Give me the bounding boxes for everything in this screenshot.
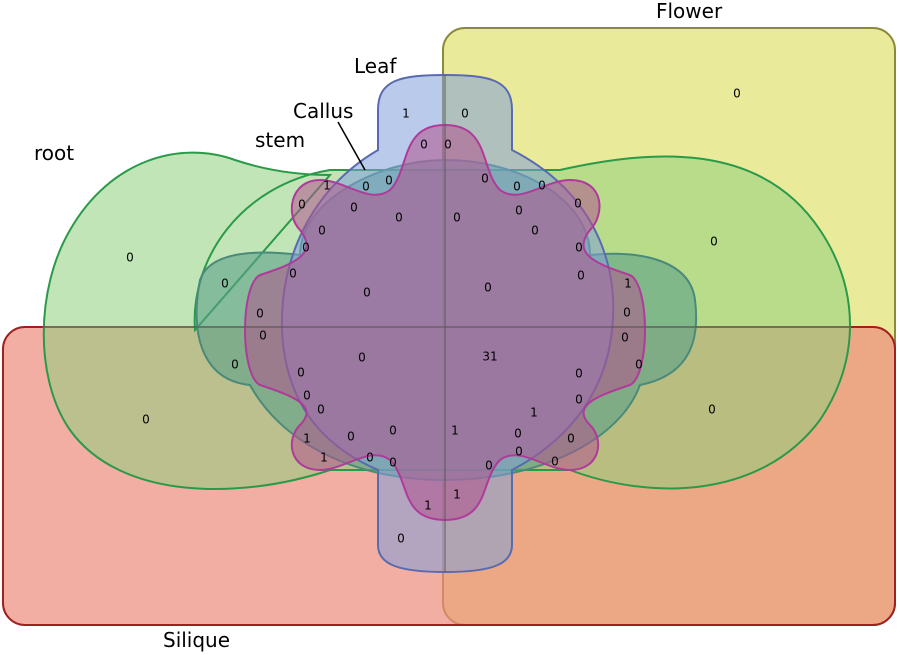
region-count: 0 <box>221 277 229 291</box>
region-count: 0 <box>358 351 366 365</box>
region-count: 0 <box>444 138 452 152</box>
stem-set-label: stem <box>255 128 305 152</box>
region-count: 0 <box>514 427 522 441</box>
region-count: 0 <box>420 138 428 152</box>
flower-set-label: Flower <box>656 0 723 23</box>
region-count: 0 <box>567 432 575 446</box>
region-count: 0 <box>575 241 583 255</box>
region-count: 1 <box>323 179 331 193</box>
region-count: 0 <box>289 267 297 281</box>
region-count: 0 <box>621 331 629 345</box>
region-count: 0 <box>142 413 150 427</box>
region-count: 0 <box>231 358 239 372</box>
region-count: 0 <box>538 179 546 193</box>
region-count: 0 <box>575 367 583 381</box>
region-count: 1 <box>303 432 311 446</box>
region-count: 0 <box>485 459 493 473</box>
region-count: 0 <box>397 532 405 546</box>
region-count: 0 <box>317 403 325 417</box>
region-count: 0 <box>710 235 718 249</box>
region-count: 0 <box>126 251 134 265</box>
leaf-set-label: Leaf <box>354 54 397 78</box>
region-count: 0 <box>635 358 643 372</box>
region-count: 0 <box>297 366 305 380</box>
region-count: 0 <box>513 180 521 194</box>
region-count: 0 <box>256 307 264 321</box>
region-count: 0 <box>302 241 310 255</box>
silique-set-label: Silique <box>163 628 230 652</box>
region-count: 0 <box>733 87 741 101</box>
region-count: 0 <box>461 107 469 121</box>
region-count: 0 <box>623 306 631 320</box>
region-count: 0 <box>363 286 371 300</box>
region-count: 1 <box>530 406 538 420</box>
region-count: 0 <box>350 201 358 215</box>
region-count: 1 <box>424 499 432 513</box>
region-count: 1 <box>320 451 328 465</box>
region-count: 0 <box>362 180 370 194</box>
region-count: 0 <box>481 172 489 186</box>
region-count: 0 <box>575 393 583 407</box>
region-count: 31 <box>482 350 497 364</box>
region-count: 0 <box>389 456 397 470</box>
region-count: 0 <box>385 174 393 188</box>
region-count: 0 <box>453 211 461 225</box>
region-count: 0 <box>366 451 374 465</box>
region-count: 0 <box>515 204 523 218</box>
region-count: 0 <box>577 269 585 283</box>
region-count: 0 <box>298 198 306 212</box>
region-count: 0 <box>318 224 326 238</box>
region-count: 1 <box>453 488 461 502</box>
region-count: 0 <box>708 403 716 417</box>
region-count: 0 <box>395 211 403 225</box>
region-count: 1 <box>402 107 410 121</box>
region-count: 0 <box>531 224 539 238</box>
callus-set-label: Callus <box>293 99 353 123</box>
region-count: 0 <box>303 389 311 403</box>
region-count: 0 <box>389 424 397 438</box>
region-count: 0 <box>574 197 582 211</box>
root-set-label: root <box>34 141 74 165</box>
region-count: 1 <box>451 424 459 438</box>
region-count: 0 <box>515 445 523 459</box>
region-count: 0 <box>259 329 267 343</box>
region-count: 0 <box>484 281 492 295</box>
region-count: 0 <box>551 455 559 469</box>
region-counts: 0 1 0 0 0 1 0 0 0 0 0 0 0 0 0 0 0 0 0 0 … <box>126 87 741 546</box>
callus-callout-line <box>337 121 366 171</box>
region-count: 0 <box>347 430 355 444</box>
region-count: 1 <box>624 277 632 291</box>
